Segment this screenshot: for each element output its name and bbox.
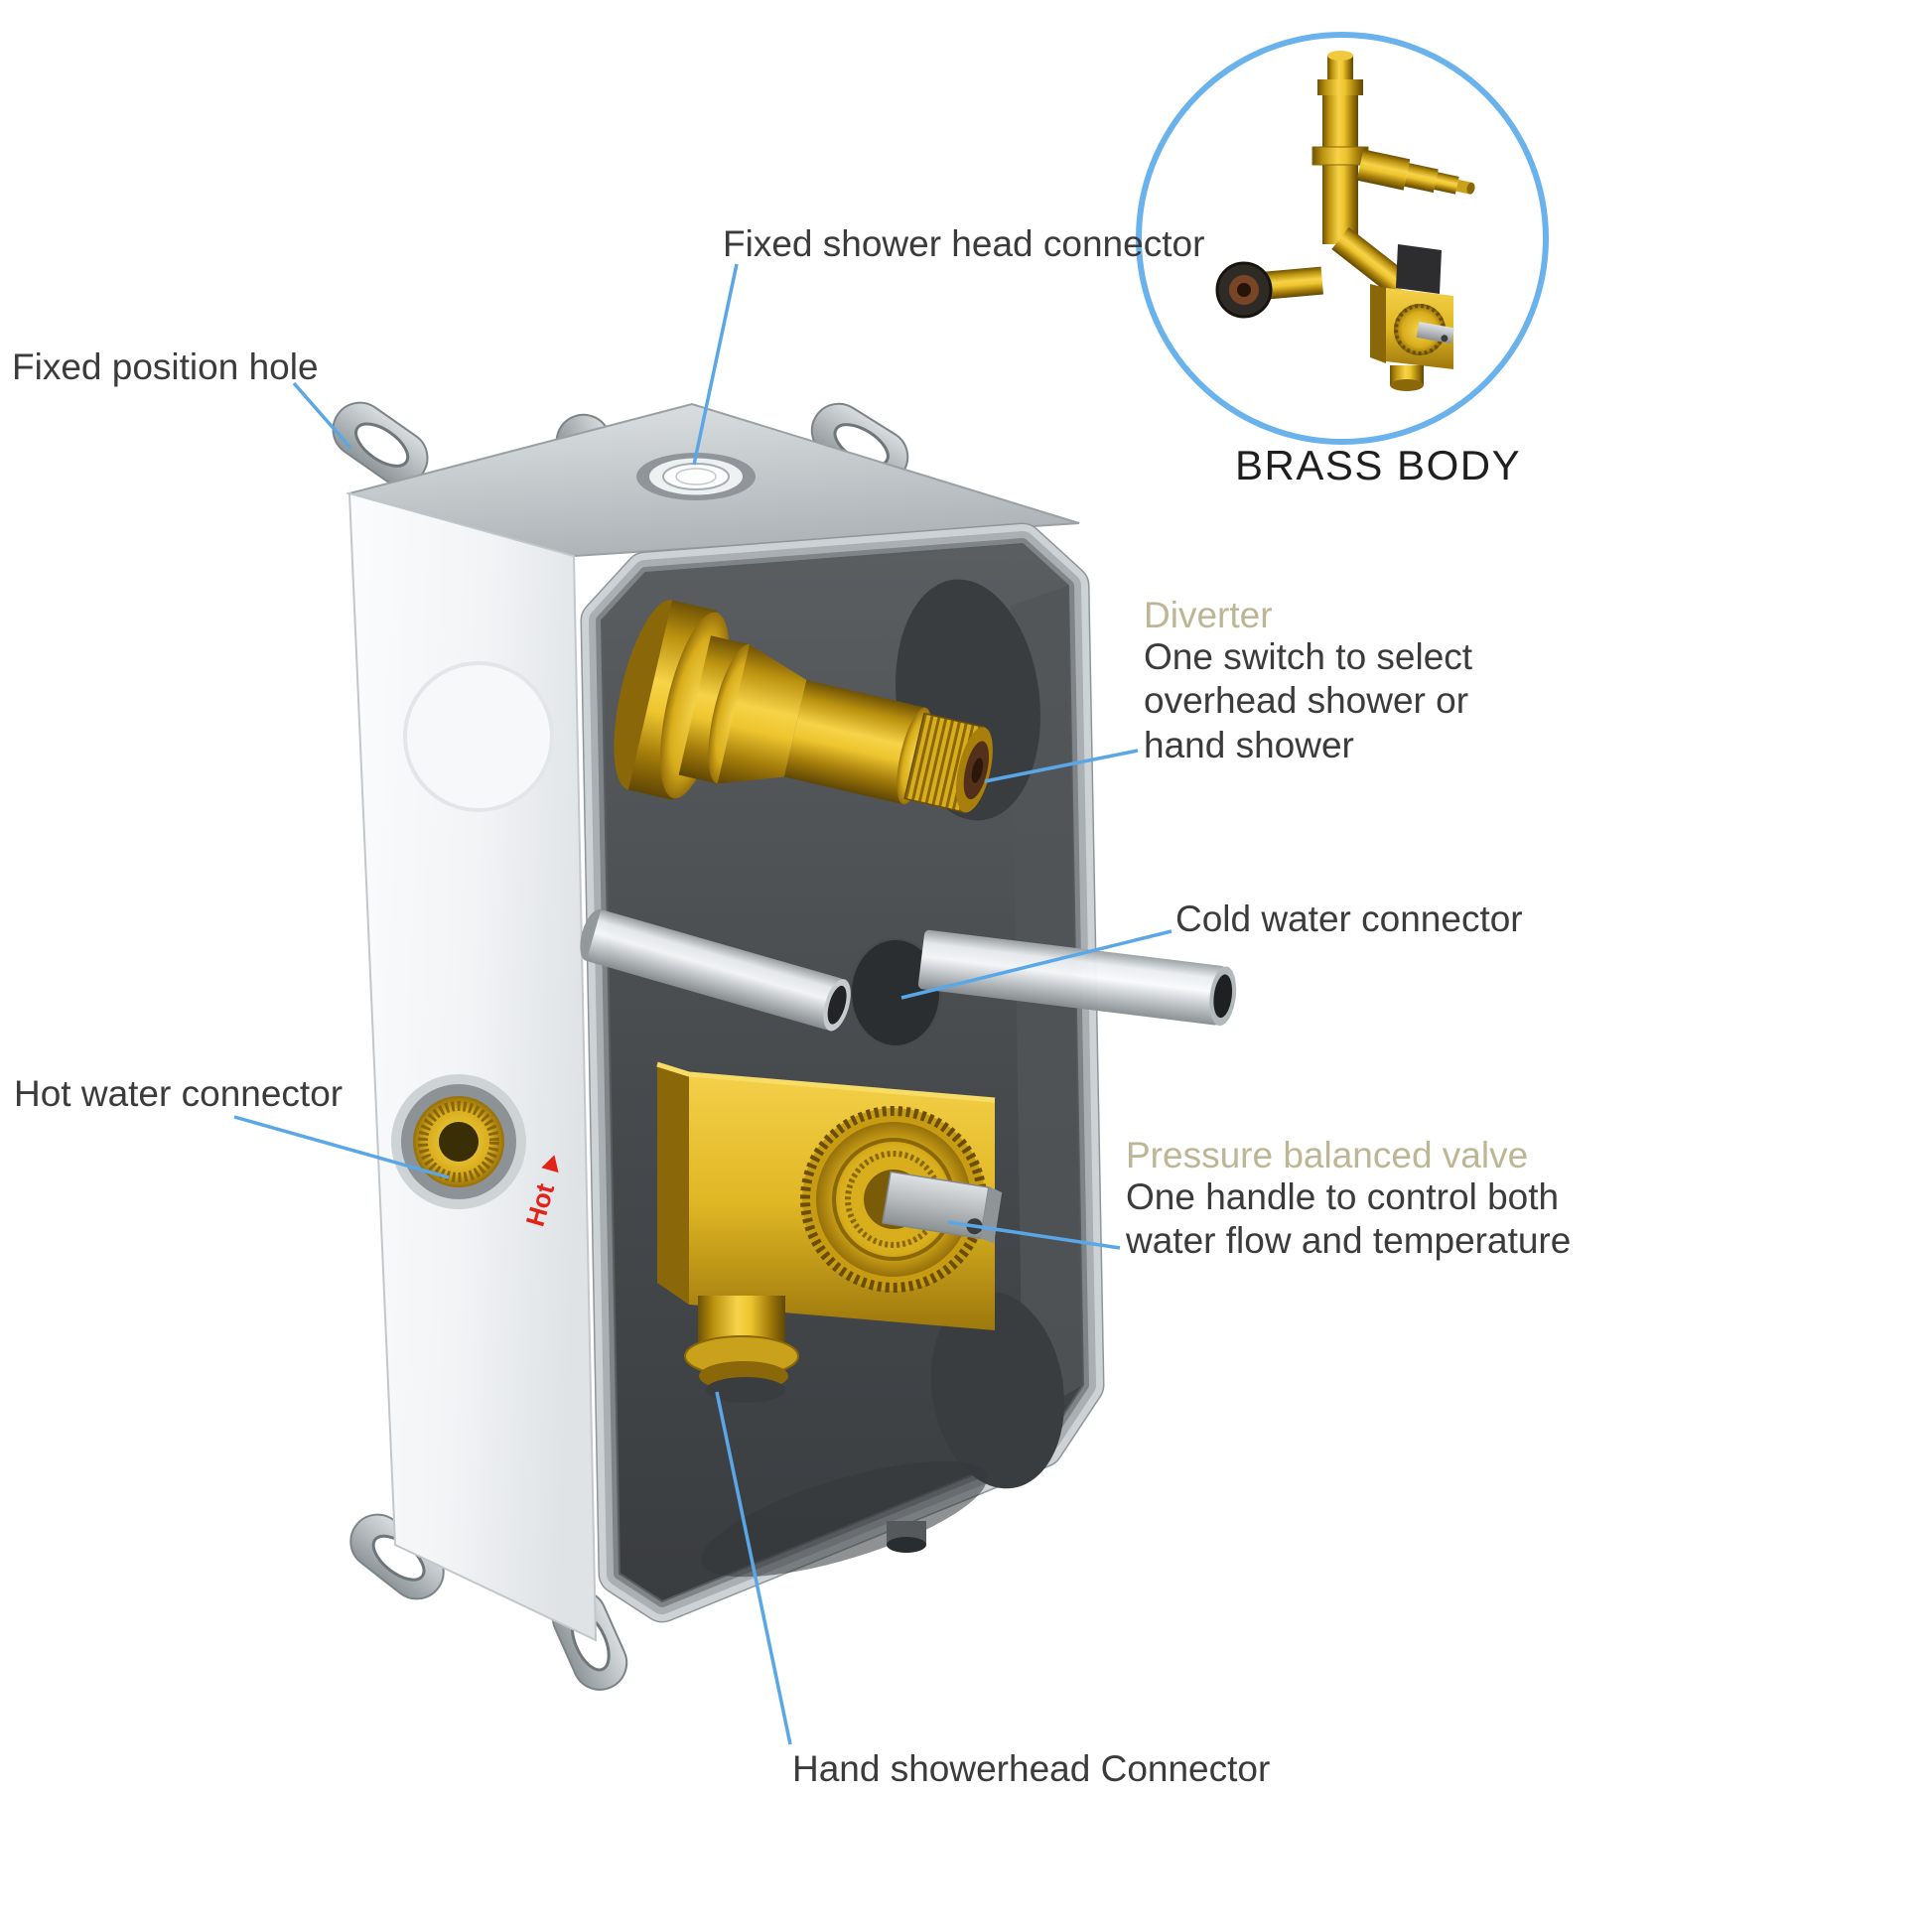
callout-hand-showerhead xyxy=(715,1391,792,1745)
short-pipe xyxy=(580,908,851,1032)
callout-cold-water xyxy=(900,929,1173,1000)
mounting-tab-top-left xyxy=(332,401,429,486)
callout-fixed-position-hole xyxy=(292,381,352,450)
pressure-valve-cube xyxy=(656,1061,1003,1330)
mounting-tab-bottom-left xyxy=(349,1513,445,1600)
label-brass-body: BRASS BODY xyxy=(1235,442,1522,488)
label-diverter-title: Diverter xyxy=(1144,595,1273,635)
label-diverter-desc: One switch to select overhead shower or … xyxy=(1144,636,1473,765)
hand-shower-connector xyxy=(684,1296,799,1403)
label-pressure-title: Pressure balanced valve xyxy=(1126,1135,1529,1175)
label-fixed-position-hole: Fixed position hole xyxy=(12,346,319,387)
knockout-circle xyxy=(403,661,554,812)
callout-fixed-shower-head xyxy=(692,263,739,466)
callout-hot-water xyxy=(233,1115,450,1179)
callout-pressure-valve xyxy=(947,1220,1121,1250)
brass-body-mini xyxy=(1215,51,1475,391)
label-cold-water: Cold water connector xyxy=(1175,898,1523,939)
label-pressure-desc: One handle to control both water flow an… xyxy=(1126,1176,1572,1262)
brass-body-inset xyxy=(1136,32,1549,445)
hot-arrow-icon xyxy=(541,1155,559,1173)
diverter-assembly xyxy=(614,600,993,814)
label-hand-showerhead: Hand showerhead Connector xyxy=(792,1748,1271,1789)
cold-water-port xyxy=(850,938,941,1047)
callout-lines xyxy=(233,263,1173,1745)
hot-water-port xyxy=(391,1074,526,1209)
fixed-shower-connector-hole xyxy=(636,453,756,500)
cold-water-pipe xyxy=(917,929,1237,1027)
label-hot-water: Hot water connector xyxy=(14,1073,344,1114)
callout-diverter xyxy=(984,749,1139,783)
label-fixed-shower-head: Fixed shower head connector xyxy=(723,223,1205,264)
